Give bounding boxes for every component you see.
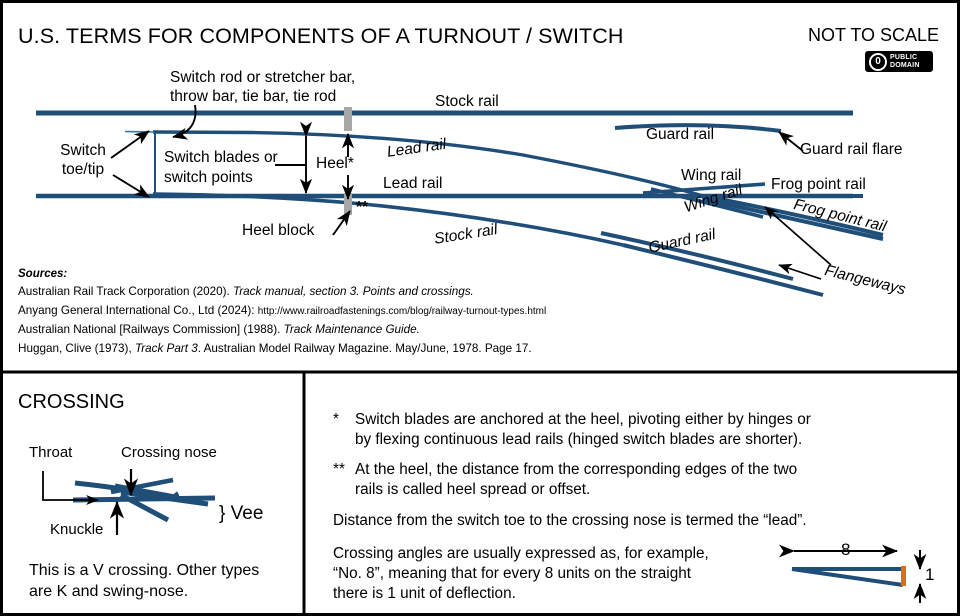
- not-to-scale-label: NOT TO SCALE: [808, 25, 940, 45]
- sources-block: Sources: Australian Rail Track Corporati…: [18, 268, 638, 359]
- switch-rod-block: [344, 107, 352, 131]
- switch-toe-leader-up: [110, 130, 150, 159]
- crossing-caption: This is a V crossing. Other types are K …: [29, 562, 260, 600]
- ratio-rise-label: 1: [925, 565, 935, 584]
- heel-block-leader: [332, 210, 351, 236]
- rail-lower-diverging-continuation: [622, 243, 824, 297]
- lead-rail-lower-label: Lead rail: [383, 175, 443, 192]
- ratio-sketch: [779, 544, 927, 603]
- switch-toe-leader-down: [112, 174, 150, 198]
- switch-rod-leader: [172, 104, 197, 140]
- note-double-asterisk: ** At the heel, the distance from the co…: [333, 461, 798, 498]
- panel-dividers: [3, 370, 957, 613]
- frog-point-rail-lower: [702, 197, 884, 241]
- guard-rail-flare-label: Guard rail flare: [800, 141, 903, 158]
- switch-rod-label: Switch rod or stretcher bar, throw bar, …: [170, 69, 356, 105]
- heel-block-label: Heel block: [242, 222, 315, 239]
- ratio-run-label: 8: [841, 540, 851, 559]
- crossing-sketch: [42, 469, 216, 535]
- sources-list: Australian Rail Track Corporation (2020)…: [18, 283, 638, 359]
- crossing-vee-lower: [119, 492, 170, 523]
- lead-definition-note: Distance from the switch toe to the cros…: [333, 512, 807, 529]
- note-marker: *: [333, 411, 339, 428]
- flangeway-leader-lower: [778, 263, 822, 280]
- source-item: Australian Rail Track Corporation (2020)…: [18, 285, 474, 298]
- public-domain-text: PUBLIC DOMAIN: [890, 53, 920, 69]
- crossing-nose-label: Crossing nose: [121, 444, 217, 461]
- vee-label: } Vee: [219, 503, 264, 524]
- rail-upper-blade-tip: [124, 130, 156, 133]
- rail-lower-diverging-stock: [152, 192, 624, 247]
- rail-geometry: [36, 107, 884, 297]
- heel-block-marker: [344, 193, 352, 215]
- rail-upper-switch-blade-lead: [152, 130, 704, 198]
- sources-heading: Sources:: [18, 268, 68, 280]
- guard-rail-upper: [614, 123, 782, 133]
- frog-point-rail-upper-label: Frog point rail: [771, 176, 866, 193]
- turnout-diagram: [3, 104, 957, 613]
- source-item: Anyang General International Co., Ltd (2…: [18, 303, 547, 317]
- note-marker: **: [333, 461, 345, 478]
- knuckle-label: Knuckle: [50, 521, 104, 538]
- crossing-nose-rail: [110, 477, 174, 495]
- public-domain-zero-icon: 0: [869, 52, 887, 71]
- diagram-leader-lines: [110, 104, 832, 280]
- heel-spread-asterisks: **: [356, 199, 369, 216]
- crossing-panel-title: CROSSING: [18, 391, 125, 413]
- wing-rail-upper-label: Wing rail: [681, 167, 742, 184]
- guard-rail-lower: [600, 231, 794, 281]
- source-item: Huggan, Clive (1973), Track Part 3. Aust…: [18, 341, 532, 355]
- switch-blades-label: Switch blades or switch points: [164, 149, 278, 186]
- page-title: U.S. TERMS FOR COMPONENTS OF A TURNOUT /…: [18, 24, 624, 48]
- wing-rail-lower: [650, 187, 764, 219]
- ratio-deflection-bar: [901, 566, 906, 586]
- rail-upper-lead-continuation: [702, 194, 884, 237]
- ratio-wedge-diag: [791, 567, 904, 587]
- public-domain-badge: 0 PUBLIC DOMAIN: [865, 51, 933, 72]
- source-item: Australian National [Railways Commission…: [18, 322, 420, 336]
- flangeway-leader-upper: [764, 206, 832, 266]
- guard-rail-upper-label: Guard rail: [646, 126, 715, 143]
- heel-label: Heel*: [316, 155, 354, 172]
- throat-label: Throat: [29, 444, 73, 461]
- switch-toe-tip-label: Switch toe/tip: [60, 142, 106, 179]
- throat-leader: [42, 471, 99, 506]
- crossing-angle-note: Crossing angles are usually expressed as…: [333, 545, 709, 602]
- stock-rail-top-label: Stock rail: [435, 93, 499, 110]
- note-asterisk: * Switch blades are anchored at the heel…: [333, 411, 811, 448]
- guard-rail-flare-leader: [778, 131, 804, 152]
